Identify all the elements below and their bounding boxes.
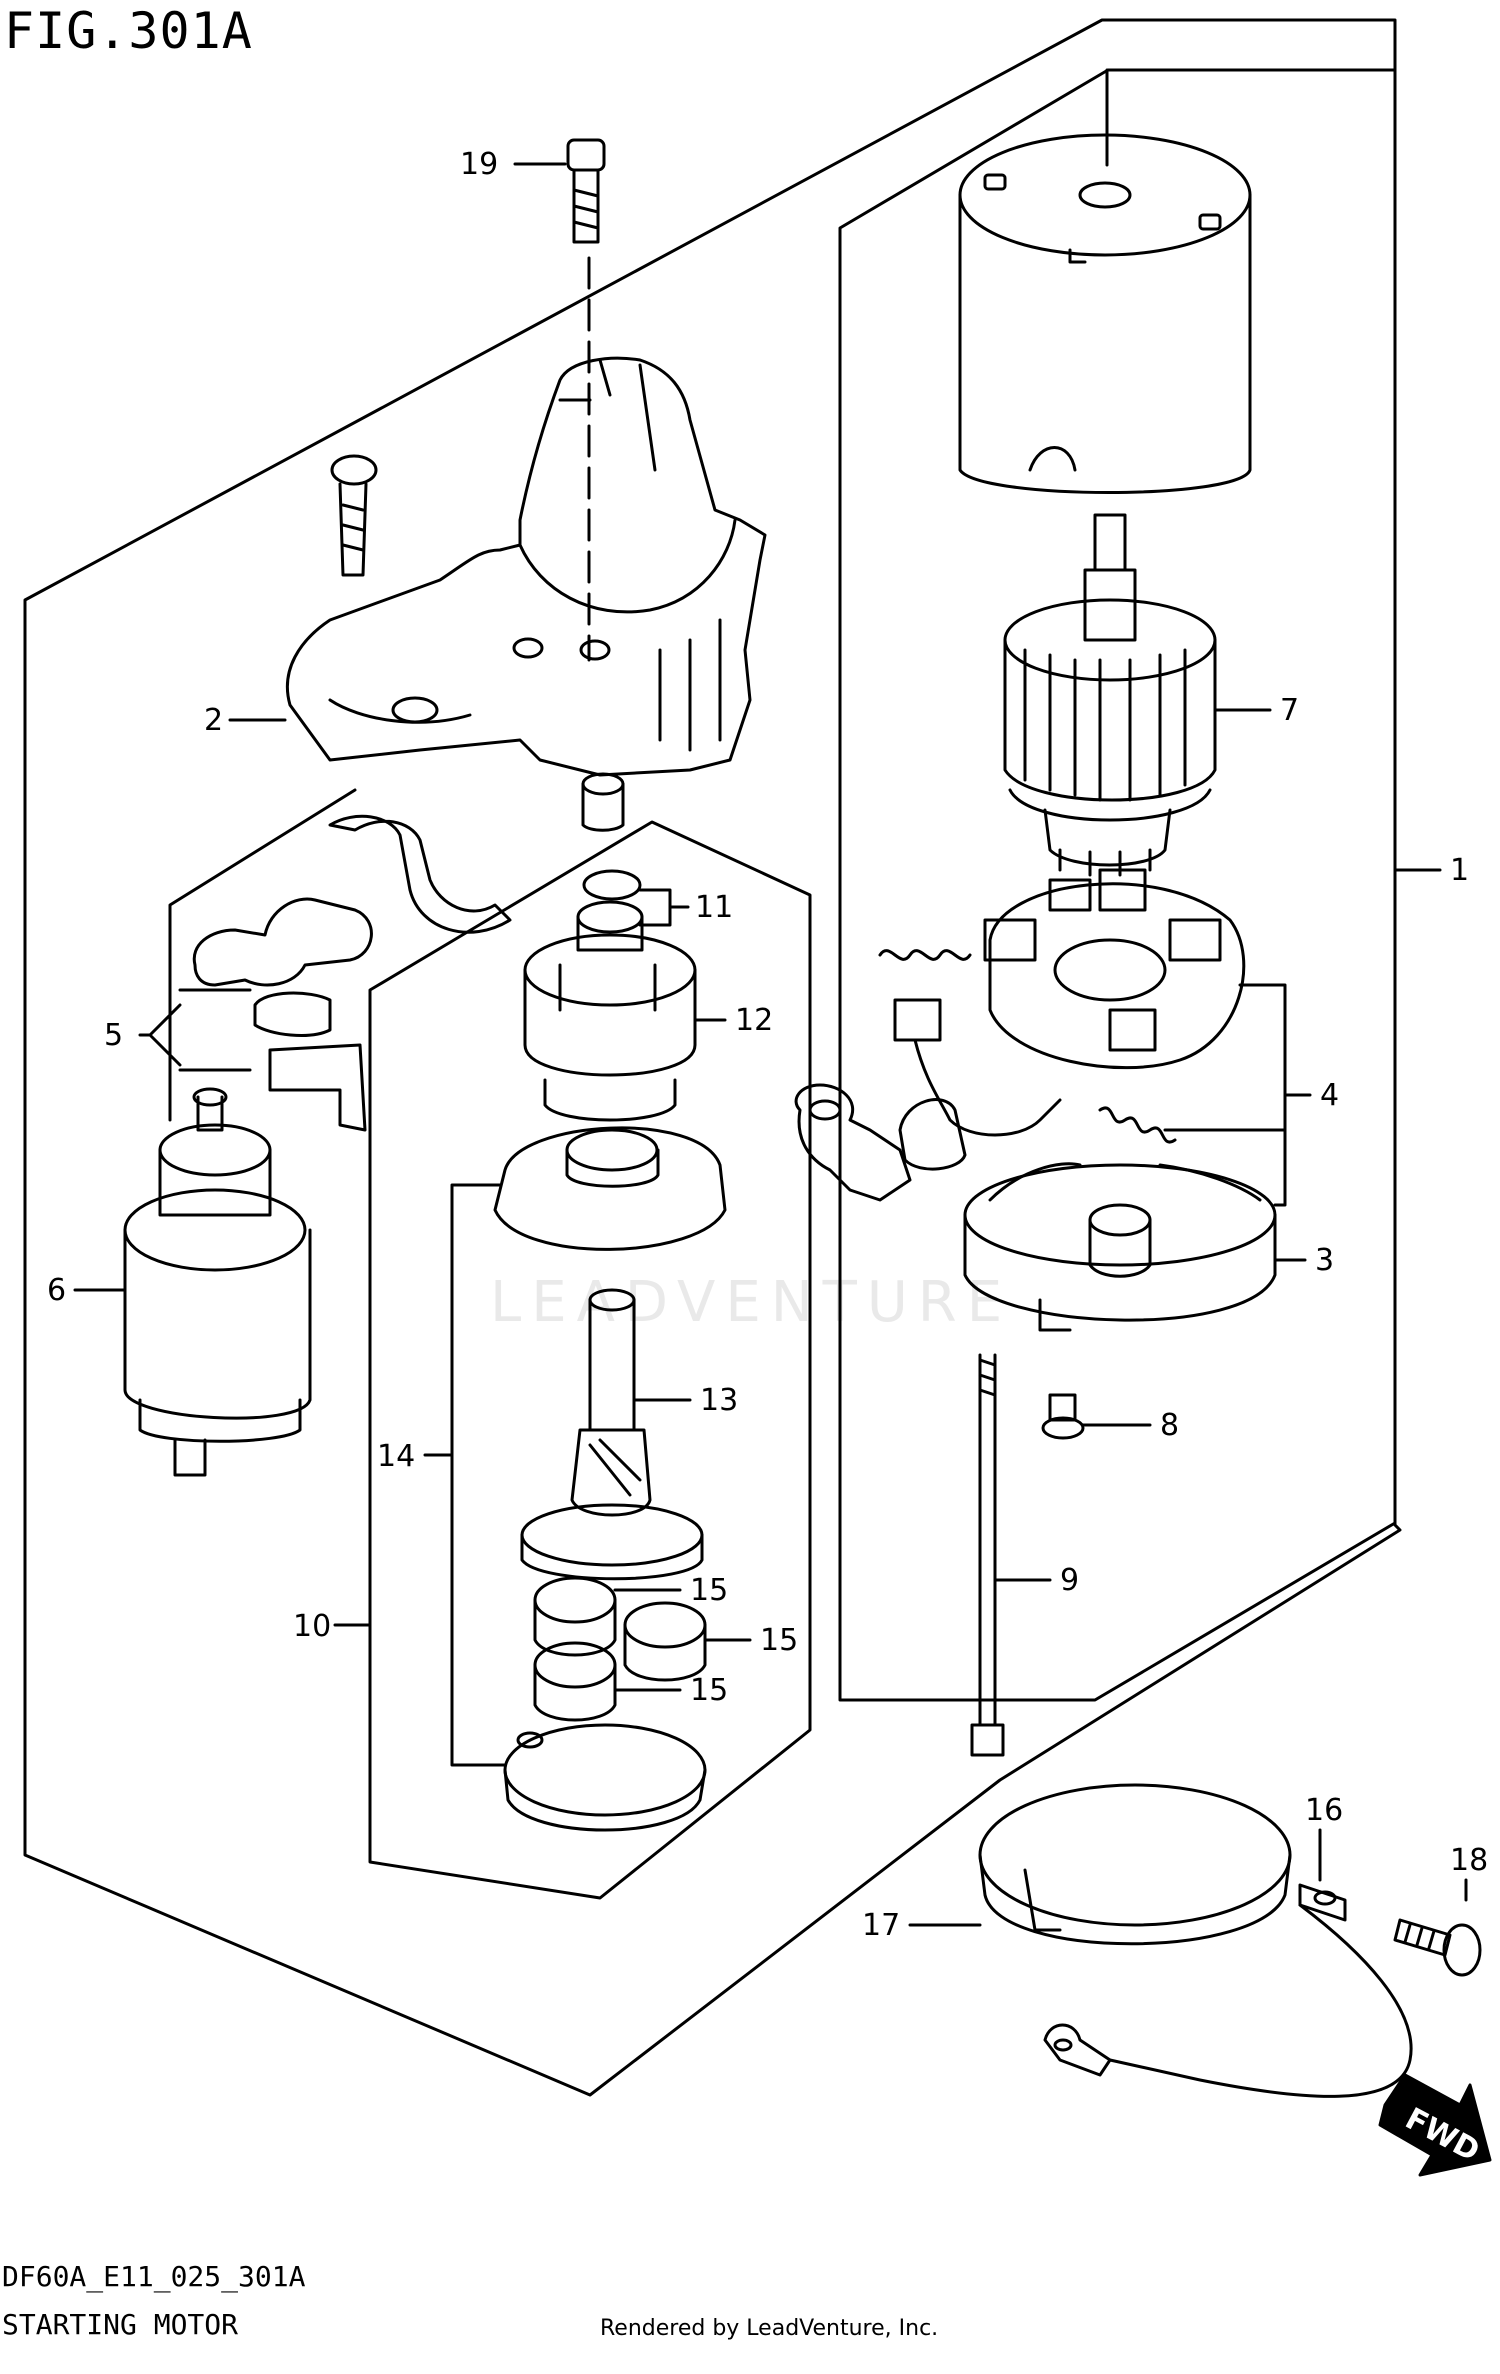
brush-spring <box>878 949 972 961</box>
callout-8: 8 <box>1160 1408 1179 1443</box>
bolt-19 <box>566 138 606 244</box>
bushing <box>581 772 625 832</box>
callout-14: 14 <box>377 1439 415 1474</box>
callout-12: 12 <box>735 1003 773 1038</box>
callout-15-b: 15 <box>760 1623 798 1658</box>
callout-5: 5 <box>104 1018 123 1053</box>
callout-10: 10 <box>293 1609 331 1644</box>
callout-9: 9 <box>1060 1563 1079 1598</box>
assembly-outline-solenoid <box>168 788 357 1122</box>
callout-16: 16 <box>1305 1793 1343 1828</box>
mounting-band-17 <box>978 1783 1292 1946</box>
brush-holder-4 <box>983 868 1246 1070</box>
figure-code: DF60A_E11_025_301A <box>2 2260 306 2293</box>
shift-lever-5 <box>192 814 512 1132</box>
planet-gear-15-a <box>533 1576 617 1657</box>
drive-housing-14 <box>493 1126 727 1251</box>
callout-15-a: 15 <box>690 1573 728 1608</box>
solenoid-6 <box>123 1087 312 1477</box>
assembly-outline-drive <box>368 820 812 1900</box>
armature-7 <box>1003 513 1217 877</box>
leader-lines <box>73 162 1468 1927</box>
yoke-case <box>958 133 1252 494</box>
planet-gear-15-c <box>533 1641 617 1722</box>
circlip-11 <box>582 869 642 901</box>
brush-spring <box>1098 1106 1177 1144</box>
fwd-arrow-icon <box>1378 2073 1492 2177</box>
strap-16 <box>1043 1883 1413 2098</box>
callout-17: 17 <box>862 1908 900 1943</box>
brush-lead <box>794 998 1062 1202</box>
callout-6: 6 <box>47 1273 66 1308</box>
callout-18: 18 <box>1450 1843 1488 1878</box>
rendered-by-credit: Rendered by LeadVenture, Inc. <box>600 2316 939 2341</box>
through-bolt-9 <box>970 1353 1005 1757</box>
callout-7: 7 <box>1280 693 1299 728</box>
rear-bracket-3 <box>963 1162 1277 1332</box>
callout-labels: 19 2 5 6 11 12 13 14 15 15 15 10 7 1 4 3… <box>47 147 1488 2169</box>
screw-8 <box>1041 1393 1085 1440</box>
planet-gear-15-b <box>623 1601 707 1682</box>
screw-housing <box>330 454 378 577</box>
callout-3: 3 <box>1315 1243 1334 1278</box>
callout-13: 13 <box>700 1383 738 1418</box>
internal-gear-ring <box>503 1723 707 1832</box>
callout-19: 19 <box>460 147 498 182</box>
assembly-outline-outer <box>23 18 1402 2097</box>
callout-11: 11 <box>695 890 733 925</box>
figure-title: FIG.301A <box>4 2 253 60</box>
callout-15-c: 15 <box>690 1673 728 1708</box>
callout-2: 2 <box>204 703 223 738</box>
pinion-12 <box>523 900 697 1122</box>
callout-1: 1 <box>1450 853 1469 888</box>
front-housing-2 <box>285 356 767 777</box>
callout-4: 4 <box>1320 1078 1339 1113</box>
bolt-18 <box>1393 1918 1482 1977</box>
watermark-text: LEADVENTURE <box>490 1270 1013 1335</box>
drive-shaft-13 <box>520 1288 704 1581</box>
figure-name: STARTING MOTOR <box>2 2308 239 2341</box>
